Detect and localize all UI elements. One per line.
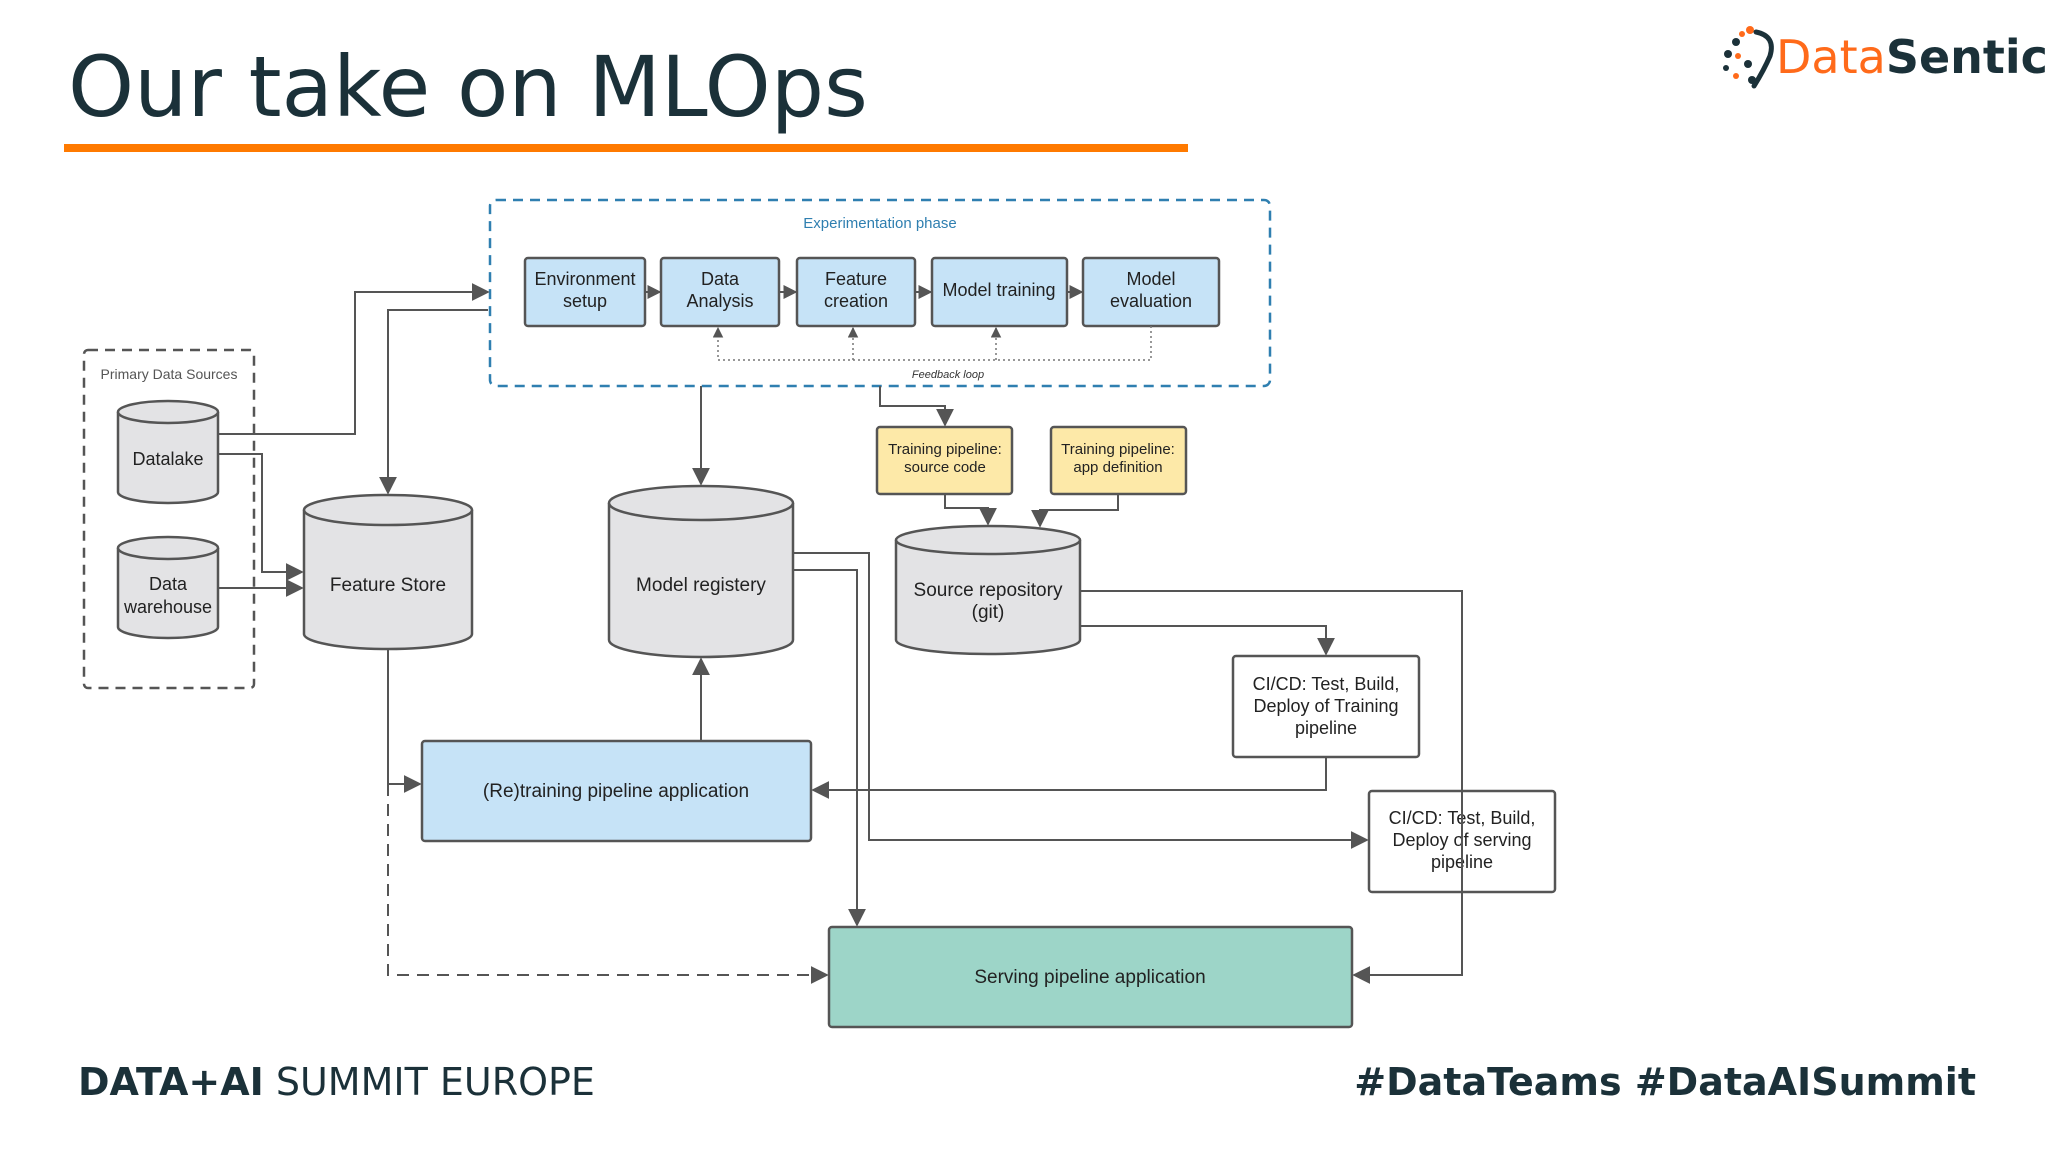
event-hashtags: #DataTeams #DataAISummit bbox=[1354, 1060, 1976, 1104]
step-environment-setup: Environment setup bbox=[523, 256, 647, 328]
connector-datalake-to-feature-store bbox=[218, 453, 304, 581]
cicd-training-line3: pipeline bbox=[1295, 718, 1357, 738]
training-app-line2: app definition bbox=[1073, 459, 1162, 476]
source-repository-line2: (git) bbox=[972, 602, 1005, 623]
training-pipeline-source-code-note: Training pipeline: source code bbox=[875, 425, 1014, 496]
title-underline bbox=[64, 144, 1188, 152]
connector-repo-to-cicd-training bbox=[1080, 625, 1335, 656]
step-data-analysis: Data Analysis bbox=[659, 256, 781, 328]
connector-experimentation-to-feature-store bbox=[379, 309, 488, 495]
connector-app-note-to-repo bbox=[1031, 494, 1119, 528]
source-repository-line1: Source repository bbox=[914, 580, 1063, 601]
datasentics-logo: DataSentics bbox=[1720, 24, 2048, 92]
connector-registry-to-cicd-serving bbox=[793, 552, 1369, 849]
connector-datalake-to-experimentation bbox=[218, 283, 490, 435]
data-warehouse-line2: warehouse bbox=[123, 597, 212, 617]
training-source-line2: source code bbox=[904, 459, 986, 476]
event-branding-bold: DATA+AI bbox=[78, 1060, 264, 1104]
connector-feature-store-to-retraining bbox=[387, 649, 422, 793]
connector-experimentation-to-training-source bbox=[879, 386, 954, 427]
retraining-pipeline-label: (Re)training pipeline application bbox=[483, 781, 749, 802]
step-model-training: Model training bbox=[930, 256, 1069, 328]
training-app-line1: Training pipeline: bbox=[1061, 441, 1175, 458]
datalake-label: Datalake bbox=[132, 449, 203, 469]
serving-pipeline-box: Serving pipeline application bbox=[827, 925, 1354, 1029]
logo-text-sentics: Sentics bbox=[1885, 30, 2048, 84]
step-model-evaluation-line1: Model bbox=[1126, 269, 1175, 289]
event-branding: DATA+AI SUMMIT EUROPE bbox=[78, 1060, 595, 1104]
connector-repo-to-serving bbox=[1080, 590, 1463, 984]
connector-source-note-to-repo bbox=[944, 494, 997, 526]
cicd-training-line1: CI/CD: Test, Build, bbox=[1253, 674, 1400, 694]
source-repository-cylinder: Source repository (git) bbox=[894, 524, 1082, 656]
step-feature-creation-line1: Feature bbox=[825, 269, 887, 289]
step-data-analysis-line2: Analysis bbox=[686, 291, 753, 311]
step-data-analysis-line1: Data bbox=[701, 269, 740, 289]
cicd-training-box: CI/CD: Test, Build, Deploy of Training p… bbox=[1231, 654, 1421, 759]
step-environment-setup-line1: Environment bbox=[534, 269, 635, 289]
step-feature-creation-line2: creation bbox=[824, 291, 888, 311]
cicd-training-line2: Deploy of Training bbox=[1253, 696, 1398, 716]
connectors bbox=[218, 283, 1463, 984]
data-warehouse-cylinder: Data warehouse bbox=[116, 535, 220, 640]
slide-title: Our take on MLOps bbox=[68, 38, 868, 136]
feature-store-cylinder: Feature Store bbox=[302, 493, 474, 651]
connector-feature-store-to-serving bbox=[387, 784, 829, 984]
data-warehouse-line1: Data bbox=[149, 574, 188, 594]
serving-pipeline-label: Serving pipeline application bbox=[974, 967, 1205, 988]
feedback-loop-label: Feedback loop bbox=[912, 369, 984, 381]
training-source-line1: Training pipeline: bbox=[888, 441, 1002, 458]
training-pipeline-app-definition-note: Training pipeline: app definition bbox=[1049, 425, 1188, 496]
feature-store-label: Feature Store bbox=[330, 575, 446, 596]
event-branding-rest: SUMMIT EUROPE bbox=[263, 1060, 595, 1104]
primary-data-sources-group: Primary Data Sources bbox=[82, 348, 256, 690]
step-feature-creation: Feature creation bbox=[795, 256, 917, 328]
primary-data-sources-label: Primary Data Sources bbox=[101, 366, 238, 382]
feedback-loop-connector bbox=[712, 326, 1152, 361]
datalake-cylinder: Datalake bbox=[116, 399, 220, 505]
step-model-evaluation-line2: evaluation bbox=[1110, 291, 1192, 311]
connector-registry-to-serving bbox=[793, 569, 866, 927]
step-environment-setup-line2: setup bbox=[563, 291, 607, 311]
model-registry-cylinder: Model registery bbox=[607, 484, 795, 659]
connector-cicd-training-to-retraining bbox=[811, 757, 1327, 799]
logo-text-data: Data bbox=[1776, 30, 1886, 84]
step-model-training-line1: Model training bbox=[942, 280, 1055, 300]
logo-mark-icon bbox=[1723, 26, 1774, 89]
retraining-pipeline-box: (Re)training pipeline application bbox=[420, 739, 813, 843]
step-model-evaluation: Model evaluation bbox=[1081, 256, 1221, 328]
model-registry-label: Model registery bbox=[636, 575, 766, 596]
experimentation-phase-label: Experimentation phase bbox=[803, 215, 956, 232]
